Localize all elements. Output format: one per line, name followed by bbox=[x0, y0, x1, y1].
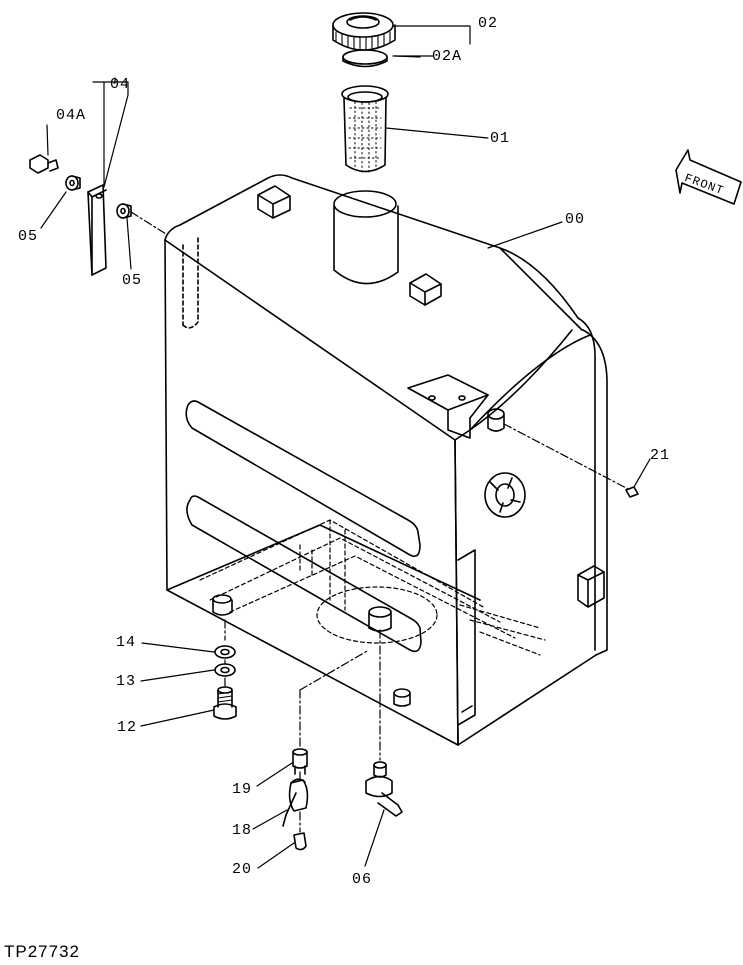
callout-12: 12 bbox=[117, 719, 138, 736]
flat-washer bbox=[215, 646, 235, 658]
plug bbox=[294, 833, 306, 850]
level-gauge bbox=[88, 185, 106, 275]
tank-body bbox=[165, 175, 607, 745]
filler-cap bbox=[333, 13, 395, 50]
callout-01: 01 bbox=[490, 130, 511, 147]
callout-21: 21 bbox=[650, 447, 671, 464]
leader-lines bbox=[41, 26, 650, 868]
callout-00: 00 bbox=[565, 211, 586, 228]
drain-cock bbox=[366, 762, 402, 816]
gauge-bolt bbox=[30, 155, 58, 173]
callout-05-lower: 05 bbox=[122, 272, 143, 289]
washer-upper bbox=[66, 176, 80, 190]
callout-13: 13 bbox=[116, 673, 137, 690]
callout-02a: 02A bbox=[432, 48, 463, 65]
callout-18: 18 bbox=[232, 822, 253, 839]
callout-14: 14 bbox=[116, 634, 137, 651]
callout-04: 04 bbox=[110, 76, 131, 93]
fitting bbox=[293, 749, 307, 774]
washer-lower bbox=[117, 204, 131, 218]
callout-05-upper: 05 bbox=[18, 228, 39, 245]
strainer bbox=[342, 86, 388, 173]
callout-19: 19 bbox=[232, 781, 253, 798]
lock-washer bbox=[215, 664, 235, 676]
mounting-bolt bbox=[214, 687, 236, 719]
front-arrow-icon bbox=[676, 150, 741, 204]
callout-04a: 04A bbox=[56, 107, 87, 124]
figure-id: TP27732 bbox=[4, 942, 80, 961]
callout-02: 02 bbox=[478, 15, 499, 32]
valve bbox=[283, 779, 307, 826]
cap-gasket bbox=[343, 50, 387, 67]
set-screw bbox=[626, 487, 638, 497]
callout-20: 20 bbox=[232, 861, 253, 878]
callout-06: 06 bbox=[352, 871, 373, 888]
